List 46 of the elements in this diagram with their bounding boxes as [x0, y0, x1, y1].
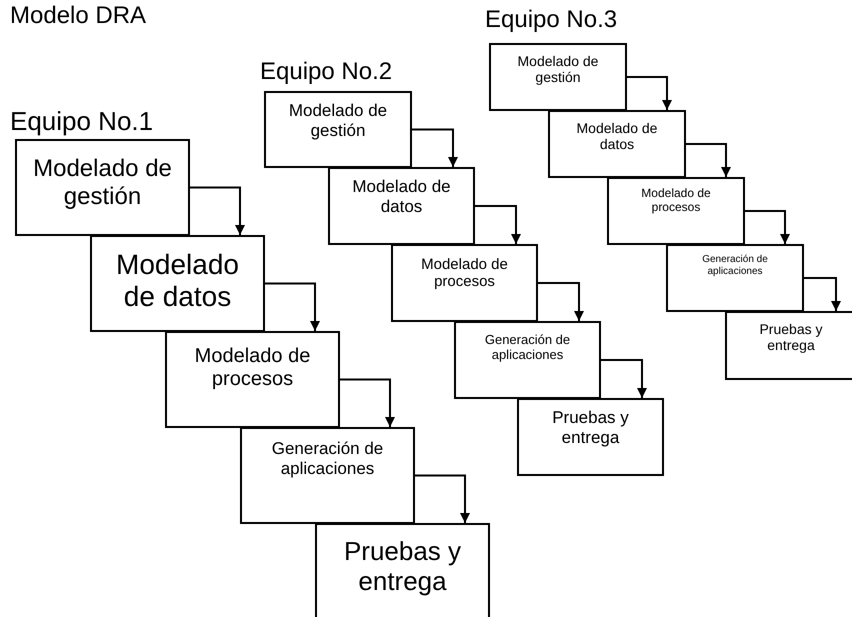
process-box — [328, 167, 475, 245]
box-label: Pruebas y entrega — [342, 537, 462, 597]
process-box — [15, 139, 190, 236]
process-box — [240, 427, 415, 524]
process-box — [607, 177, 745, 245]
process-box — [264, 91, 412, 168]
process-box — [725, 311, 852, 380]
process-box — [391, 244, 538, 322]
box-label: Modelado de procesos — [640, 187, 712, 215]
team-heading: Equipo No.1 — [10, 106, 154, 137]
arrow — [265, 282, 320, 331]
process-box — [315, 523, 490, 617]
arrow — [804, 277, 841, 311]
process-box — [517, 398, 664, 476]
arrow — [627, 76, 672, 110]
arrow — [601, 359, 647, 398]
box-label: Modelado de datos — [576, 120, 658, 152]
arrow — [745, 210, 790, 244]
arrow — [538, 282, 584, 321]
process-box — [548, 110, 686, 178]
box-label: Modelado de datos — [115, 249, 240, 314]
box-label: Modelado de gestión — [516, 53, 600, 86]
process-box — [489, 43, 627, 111]
team-heading: Equipo No.2 — [260, 58, 392, 86]
box-label: Modelado de datos — [351, 177, 452, 216]
process-box — [666, 244, 804, 312]
arrow — [686, 143, 731, 177]
box-label: Pruebas y entrega — [758, 321, 824, 354]
process-box — [165, 331, 340, 428]
arrow — [190, 186, 245, 235]
box-label: Modelado de gestión — [288, 101, 388, 140]
process-box — [454, 321, 601, 399]
arrow — [475, 205, 521, 244]
box-label: Pruebas y entrega — [551, 408, 630, 448]
box-label: Generación de aplicaciones — [701, 254, 769, 277]
box-label: Modelado de procesos — [194, 345, 312, 391]
team-heading: Equipo No.3 — [485, 6, 618, 34]
box-label: Generación de aplicaciones — [270, 439, 384, 478]
arrow — [412, 128, 458, 167]
box-label: Generación de aplicaciones — [484, 333, 572, 363]
process-box — [90, 235, 265, 332]
arrow — [415, 474, 470, 523]
arrow — [340, 378, 395, 427]
box-label: Modelado de procesos — [420, 256, 509, 290]
box-label: Modelado de gestión — [32, 155, 173, 210]
diagram-title: Modelo DRA — [10, 2, 146, 30]
